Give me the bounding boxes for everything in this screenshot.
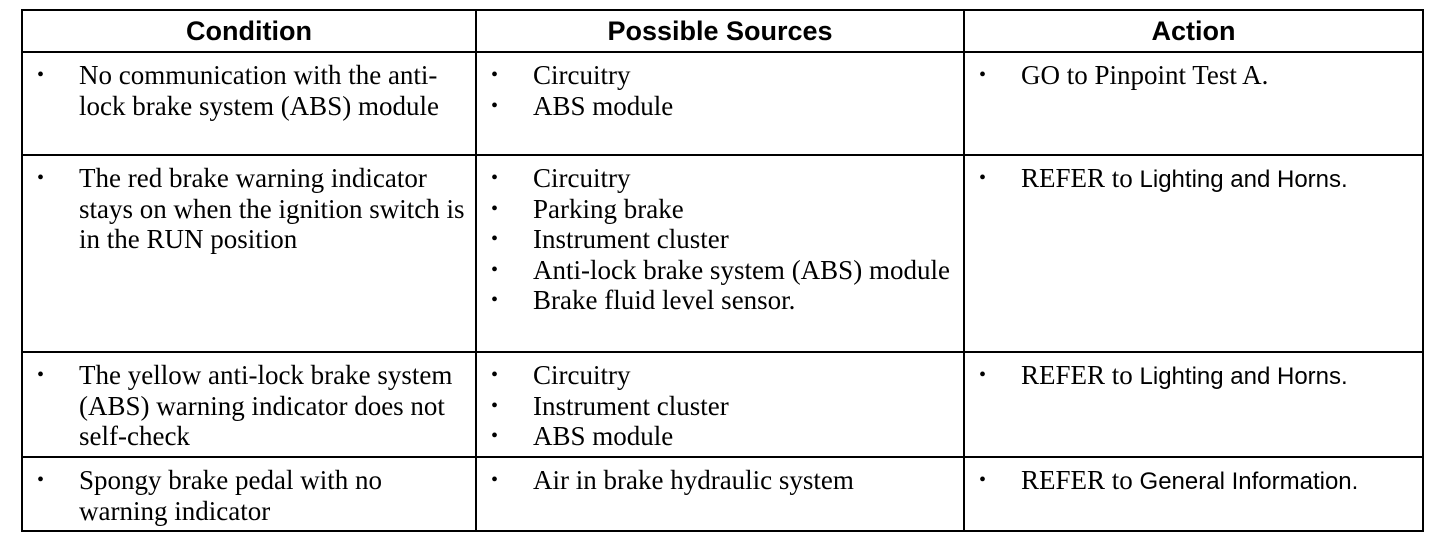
condition-text: Spongy brake pedal with no warning indic… [79,465,382,526]
diagnostic-symptom-table: Condition Possible Sources Action • No co… [21,9,1424,532]
source-text: Brake fluid level sensor. [533,285,796,315]
action-cell: • GO to Pinpoint Test A. [963,51,1424,156]
header-action: Action [963,9,1424,53]
bullet-icon: • [491,258,499,281]
list-item: • Instrument cluster [477,391,963,422]
source-text: ABS module [533,90,674,121]
bullet-icon: • [979,364,987,386]
action-text: GO to Pinpoint Test A. [1021,60,1269,90]
table-row: • Spongy brake pedal with no warning indi… [21,456,1424,532]
header-possible-sources: Possible Sources [475,9,965,53]
condition-text: The red brake warning indicator stays on… [79,163,465,254]
source-text: Circuitry [533,360,631,390]
bullet-icon: • [37,64,45,86]
sources-cell: • Circuitry • ABS module [475,51,965,156]
list-item: • No communication with the anti-lock bra… [23,60,475,121]
action-reference-link[interactable]: Lighting and Horns. [1139,166,1348,193]
bullet-icon: • [491,197,499,220]
list-item: • Instrument cluster [477,224,963,255]
list-item: • The red brake warning indicator stays o… [23,163,475,255]
condition-cell: • The yellow anti-lock brake system (ABS)… [21,351,477,458]
sources-cell: • Air in brake hydraulic system [475,456,965,532]
list-item: • Parking brake [477,194,963,225]
list-item: • ABS module [477,91,963,122]
action-text: REFER to [1021,360,1140,390]
bullet-icon: • [979,167,987,189]
table-row: • The red brake warning indicator stays o… [21,154,1424,353]
source-text: Instrument cluster [533,390,729,421]
bullet-icon: • [491,94,499,117]
list-item: • REFER to Lighting and Horns. [965,163,1422,196]
list-item: • ABS module [477,421,963,452]
bullet-icon: • [491,289,499,311]
list-item: • Air in brake hydraulic system [477,465,963,496]
bullet-icon: • [37,469,45,491]
action-cell: • REFER to General Information. [963,456,1424,532]
list-item: • Circuitry [477,60,963,91]
list-item: • REFER to Lighting and Horns. [965,360,1422,393]
source-text: Anti-lock brake system (ABS) module [533,254,950,285]
bullet-icon: • [491,364,499,386]
bullet-icon: • [491,64,499,86]
bullet-icon: • [37,364,45,386]
list-item: • Spongy brake pedal with no warning indi… [23,465,475,526]
source-text: ABS module [533,421,674,451]
action-reference-link[interactable]: Lighting and Horns. [1139,363,1348,390]
condition-cell: • Spongy brake pedal with no warning indi… [21,456,477,532]
header-row: Condition Possible Sources Action [21,9,1424,53]
source-text: Circuitry [533,60,631,90]
condition-text: No communication with the anti-lock brak… [79,60,439,121]
bullet-icon: • [491,167,499,189]
table-row: • The yellow anti-lock brake system (ABS)… [21,351,1424,458]
bullet-icon: • [979,469,987,491]
bullet-icon: • [491,469,499,491]
list-item: • REFER to General Information. [965,465,1422,498]
action-cell: • REFER to Lighting and Horns. [963,154,1424,353]
bullet-icon: • [491,228,499,250]
list-item: • GO to Pinpoint Test A. [965,60,1422,93]
condition-cell: • No communication with the anti-lock bra… [21,51,477,156]
condition-text: The yellow anti-lock brake system (ABS) … [79,360,453,451]
action-text: REFER to [1021,163,1140,193]
header-condition: Condition [21,9,477,53]
action-cell: • REFER to Lighting and Horns. [963,351,1424,458]
source-text: Circuitry [533,163,631,193]
list-item: • Circuitry [477,360,963,391]
action-text: REFER to [1021,465,1140,495]
table-row: • No communication with the anti-lock bra… [21,51,1424,156]
condition-cell: • The red brake warning indicator stays o… [21,154,477,353]
source-text: Parking brake [533,193,684,224]
source-text: Instrument cluster [533,224,729,254]
list-item: • The yellow anti-lock brake system (ABS)… [23,360,475,452]
sources-cell: • Circuitry • Instrument cluster • ABS modu… [475,351,965,458]
list-item: • Brake fluid level sensor. [477,285,963,316]
sources-cell: • Circuitry • Parking brake • Instrument cl… [475,154,965,353]
action-reference-link[interactable]: General Information. [1139,468,1359,495]
bullet-icon: • [491,425,499,447]
source-text: Air in brake hydraulic system [533,465,854,495]
list-item: • Anti-lock brake system (ABS) module [477,255,963,286]
list-item: • Circuitry [477,163,963,194]
bullet-icon: • [491,394,499,417]
bullet-icon: • [37,167,45,189]
bullet-icon: • [979,64,987,86]
